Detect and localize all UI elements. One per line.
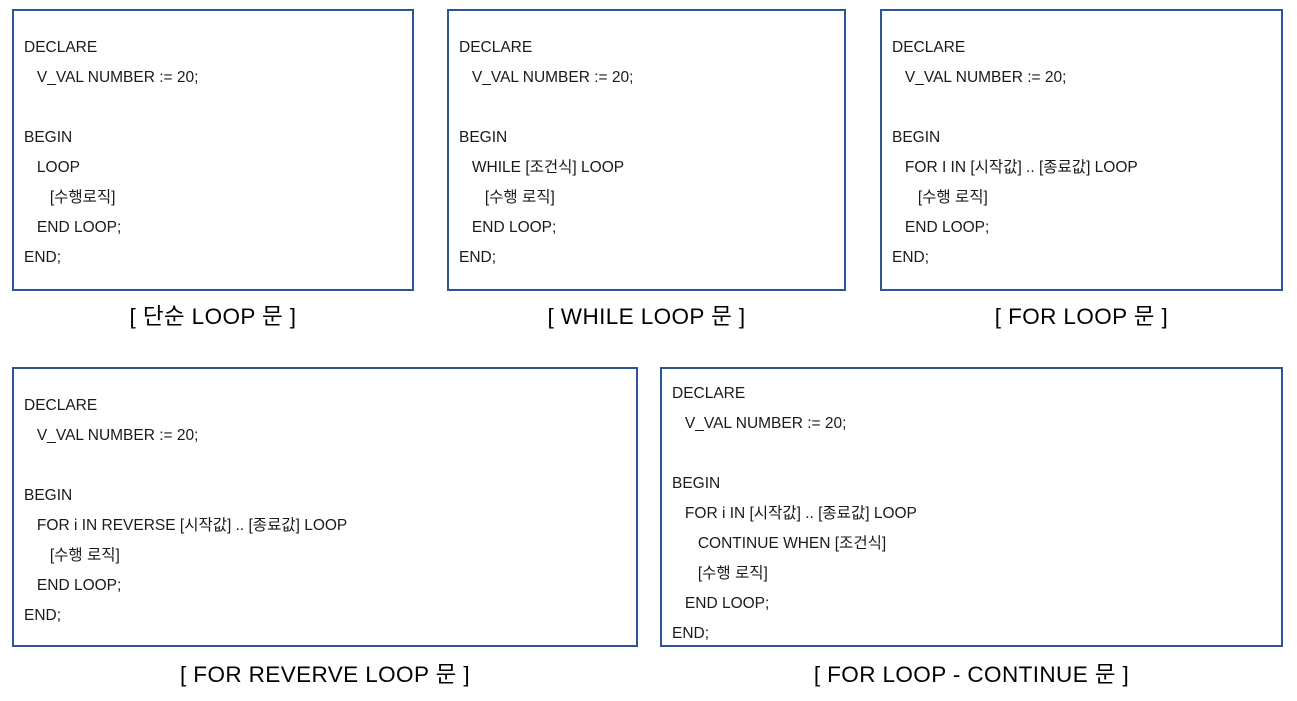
code-text-for-reverse-loop: DECLARE V_VAL NUMBER := 20; BEGIN FOR i … <box>24 391 636 631</box>
code-line: DECLARE <box>24 397 98 414</box>
code-text-for-loop-continue: DECLARE V_VAL NUMBER := 20; BEGIN FOR i … <box>672 379 1281 649</box>
code-line: END LOOP; <box>892 219 990 236</box>
code-line: FOR I IN [시작값] .. [종료값] LOOP <box>892 159 1138 176</box>
code-line: BEGIN <box>672 475 721 492</box>
caption-for-loop-continue: [ FOR LOOP - CONTINUE 문 ] <box>813 662 1130 687</box>
code-text-while-loop: DECLARE V_VAL NUMBER := 20; BEGIN WHILE … <box>459 33 844 273</box>
code-block-simple-loop: DECLARE V_VAL NUMBER := 20; BEGIN LOOP [… <box>12 9 414 291</box>
caption-while-loop: [ WHILE LOOP 문 ] <box>547 304 746 329</box>
code-line: [수행 로직] <box>459 189 555 206</box>
caption-for-reverse-loop: [ FOR REVERVE LOOP 문 ] <box>180 662 470 687</box>
code-line: FOR i IN REVERSE [시작값] .. [종료값] LOOP <box>24 517 348 534</box>
code-line: V_VAL NUMBER := 20; <box>672 415 847 432</box>
code-text-simple-loop: DECLARE V_VAL NUMBER := 20; BEGIN LOOP [… <box>24 33 412 273</box>
code-line: CONTINUE WHEN [조건식] <box>672 535 887 552</box>
code-line: [수행 로직] <box>24 547 120 564</box>
code-line: DECLARE <box>459 39 533 56</box>
code-line: BEGIN <box>459 129 508 146</box>
code-line: V_VAL NUMBER := 20; <box>24 69 199 86</box>
code-line: BEGIN <box>24 487 73 504</box>
caption-for-loop: [ FOR LOOP 문 ] <box>994 304 1169 329</box>
code-line: END LOOP; <box>459 219 557 236</box>
code-line: FOR i IN [시작값] .. [종료값] LOOP <box>672 505 917 522</box>
code-line: END; <box>24 607 62 624</box>
code-line: END LOOP; <box>24 219 122 236</box>
code-line <box>24 93 412 123</box>
code-line <box>892 93 1281 123</box>
code-line <box>459 93 844 123</box>
code-line: BEGIN <box>24 129 73 146</box>
caption-simple-loop: [ 단순 LOOP 문 ] <box>129 304 297 329</box>
code-line: DECLARE <box>672 385 746 402</box>
code-line: BEGIN <box>892 129 941 146</box>
code-line: DECLARE <box>24 39 98 56</box>
code-line: DECLARE <box>892 39 966 56</box>
code-line <box>24 451 636 481</box>
code-block-while-loop: DECLARE V_VAL NUMBER := 20; BEGIN WHILE … <box>447 9 846 291</box>
code-block-for-loop-continue: DECLARE V_VAL NUMBER := 20; BEGIN FOR i … <box>660 367 1283 647</box>
code-line: END; <box>892 249 930 266</box>
code-line: [수행로직] <box>24 189 116 206</box>
code-line: V_VAL NUMBER := 20; <box>459 69 634 86</box>
code-line: [수행 로직] <box>672 565 768 582</box>
code-line: END; <box>672 625 710 642</box>
code-line: END LOOP; <box>672 595 770 612</box>
code-line: END; <box>24 249 62 266</box>
code-line <box>672 439 1281 469</box>
code-block-for-loop: DECLARE V_VAL NUMBER := 20; BEGIN FOR I … <box>880 9 1283 291</box>
code-line: [수행 로직] <box>892 189 988 206</box>
code-block-for-reverse-loop: DECLARE V_VAL NUMBER := 20; BEGIN FOR i … <box>12 367 638 647</box>
code-line: V_VAL NUMBER := 20; <box>892 69 1067 86</box>
code-line: WHILE [조건식] LOOP <box>459 159 625 176</box>
code-line: END; <box>459 249 497 266</box>
code-line: END LOOP; <box>24 577 122 594</box>
code-line: V_VAL NUMBER := 20; <box>24 427 199 444</box>
code-line: LOOP <box>24 159 80 176</box>
code-text-for-loop: DECLARE V_VAL NUMBER := 20; BEGIN FOR I … <box>892 33 1281 273</box>
